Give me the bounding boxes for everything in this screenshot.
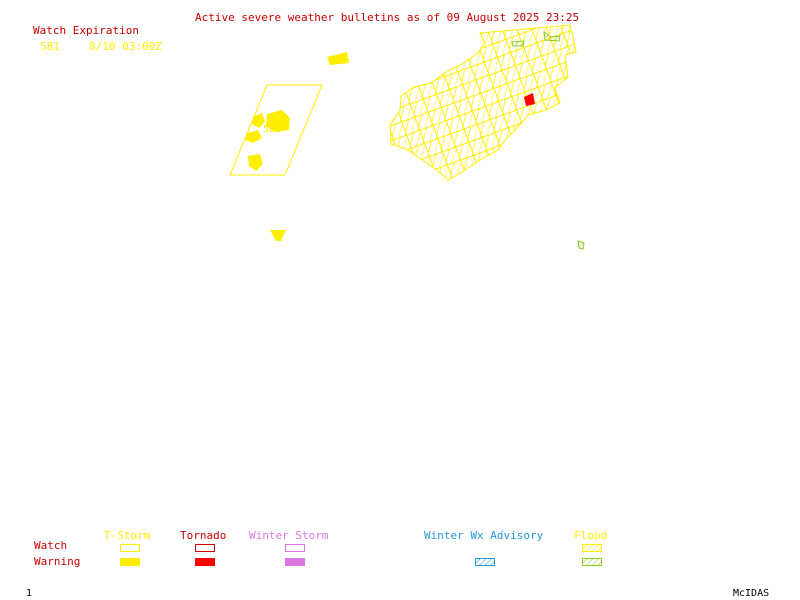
legend-swatch-winter-storm-warning: [285, 558, 305, 566]
legend-swatch-winter-wx-advisory: [475, 558, 495, 566]
tstorm-warning: [245, 130, 262, 143]
frame-number: 1: [26, 588, 33, 599]
legend-swatch-flood-warning: [582, 558, 602, 566]
legend-row-watch: Watch: [34, 539, 68, 552]
bulletin-title: Active severe weather bulletins as of 09…: [195, 11, 580, 24]
legend-row-warning: Warning: [34, 555, 81, 568]
flood-watch-area: [389, 24, 577, 181]
tstorm-warning: [252, 113, 265, 128]
legend-label-tornado: Tornado: [180, 529, 227, 542]
legend-label-winter-storm: Winter Storm: [249, 529, 329, 542]
legend-swatch-flood-watch: [582, 544, 602, 552]
legend-label-flood: Flood: [574, 529, 608, 542]
legend-swatch-tstorm-warning: [120, 558, 140, 566]
legend-swatch-tstorm-watch: [120, 544, 140, 552]
tornado-warning: [524, 93, 535, 106]
flood-warnings: [511, 30, 585, 250]
tstorm-warning: [327, 52, 349, 65]
flood-warning: [577, 240, 585, 250]
tstorm-warnings: [245, 52, 349, 241]
watch-expiration-time: 8/10 03:00Z: [89, 40, 162, 53]
legend-swatch-tornado-watch: [195, 544, 215, 552]
watch-expiration-number: 581: [40, 40, 60, 53]
tstorm-warning: [266, 110, 290, 132]
legend-label-tstorm: T-Storm: [104, 529, 151, 542]
legend-swatch-tornado-warning: [195, 558, 215, 566]
tstorm-warning: [270, 230, 286, 241]
tstorm-warning: [248, 154, 263, 171]
flood-warning: [543, 30, 561, 42]
legend-swatch-winter-storm-watch: [285, 544, 305, 552]
mcidas-brand: McIDAS: [733, 588, 770, 599]
legend-label-winter-wx-advisory: Winter Wx Advisory: [424, 529, 544, 542]
flood-warning: [511, 40, 525, 47]
watch-polygon: [229, 84, 323, 176]
watch-polygon-label: 581: [263, 124, 282, 135]
watch-expiration-heading: Watch Expiration: [33, 24, 139, 37]
